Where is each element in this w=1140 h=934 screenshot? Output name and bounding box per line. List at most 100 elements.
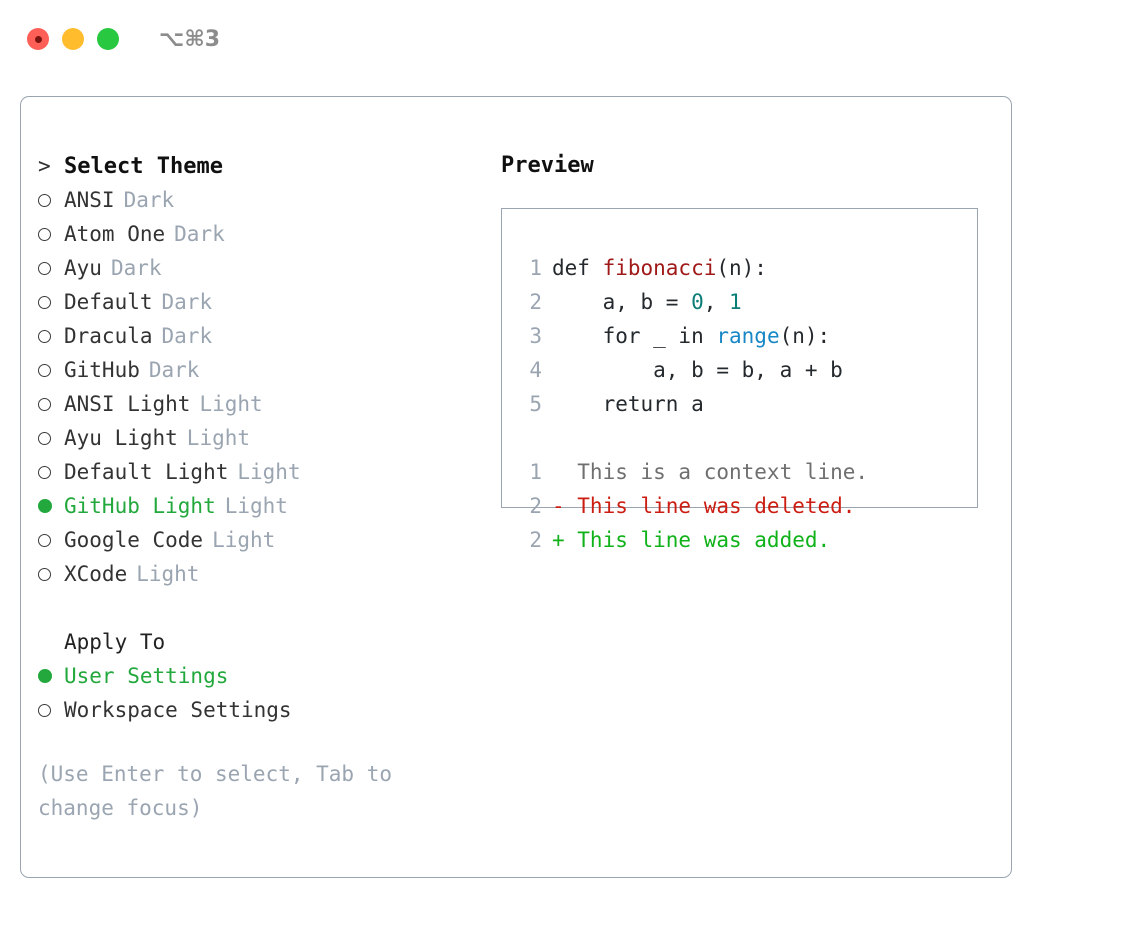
theme-list-item[interactable]: ANSI Light Light xyxy=(38,387,488,421)
theme-variant-badge: Light xyxy=(237,460,301,484)
theme-name-label: GitHub Light xyxy=(64,494,216,518)
theme-name-label: XCode xyxy=(64,562,128,586)
theme-name-label: ANSI Light xyxy=(64,392,191,416)
code-line-number: 2 xyxy=(529,290,542,314)
radio-unselected-icon xyxy=(38,228,51,241)
code-line-number: 1 xyxy=(529,256,542,280)
code-token: , xyxy=(703,290,730,314)
maximize-window-button[interactable] xyxy=(97,28,119,50)
radio-marker xyxy=(38,558,64,592)
traffic-lights xyxy=(27,28,119,50)
code-line-number: 5 xyxy=(529,392,542,416)
radio-marker xyxy=(38,694,64,728)
code-token: 1 xyxy=(729,290,742,314)
theme-list-item[interactable]: GitHub Dark xyxy=(38,353,488,387)
theme-variant-badge: Dark xyxy=(161,290,213,314)
diff-line-number: 1 xyxy=(529,460,542,484)
code-line-number: 3 xyxy=(529,324,542,348)
diff-line-text: + This line was added. xyxy=(552,528,831,552)
radio-marker xyxy=(38,252,64,286)
diff-sample: 1 This is a context line.2- This line wa… xyxy=(518,455,969,557)
diff-line-text: This is a context line. xyxy=(552,460,869,484)
code-line: 3 for _ in range(n): xyxy=(518,319,969,353)
radio-marker xyxy=(38,286,64,320)
code-line-text: a, b = b, a + b xyxy=(552,353,843,387)
keyboard-hint: (Use Enter to select, Tab to change focu… xyxy=(38,762,405,820)
close-window-button[interactable] xyxy=(27,28,49,50)
radio-marker xyxy=(38,218,64,252)
radio-unselected-icon xyxy=(38,432,51,445)
minimize-window-button[interactable] xyxy=(62,28,84,50)
theme-name-label: Dracula xyxy=(64,324,153,348)
diff-line-number: 2 xyxy=(529,528,542,552)
radio-unselected-icon xyxy=(38,262,51,275)
code-token: a, b = xyxy=(552,290,692,314)
diff-line: 1 This is a context line. xyxy=(518,455,969,489)
radio-unselected-icon xyxy=(38,704,51,717)
code-token: (n): xyxy=(779,324,831,348)
theme-variant-badge: Dark xyxy=(110,256,162,280)
theme-name-label: Atom One xyxy=(64,222,166,246)
code-line: 5 return a xyxy=(518,387,969,421)
code-token: fibonacci xyxy=(602,256,717,280)
title-bar: ⌥⌘3 xyxy=(0,0,1140,78)
code-line-text: return a xyxy=(552,387,704,421)
select-theme-header: > Select Theme xyxy=(38,149,488,183)
radio-marker xyxy=(38,320,64,354)
apply-to-option[interactable]: User Settings xyxy=(38,659,488,693)
recording-indicator-icon xyxy=(34,35,42,43)
theme-name-label: ANSI xyxy=(64,188,115,212)
keyboard-shortcut-label: ⌥⌘3 xyxy=(159,26,221,52)
code-line: 2 a, b = 0, 1 xyxy=(518,285,969,319)
theme-list-item[interactable]: Default Dark xyxy=(38,285,488,319)
theme-variant-badge: Dark xyxy=(174,222,225,246)
theme-name-label: GitHub xyxy=(64,358,140,382)
radio-unselected-icon xyxy=(38,568,51,581)
radio-unselected-icon xyxy=(38,330,51,343)
theme-name-label: Google Code xyxy=(64,528,204,552)
diff-line: 2- This line was deleted. xyxy=(518,489,969,523)
code-token: a, b = b, a + b xyxy=(552,358,843,382)
theme-variant-badge: Dark xyxy=(148,358,200,382)
apply-to-heading: Apply To xyxy=(64,630,166,654)
apply-to-label: Workspace Settings xyxy=(64,698,292,722)
radio-marker xyxy=(38,456,64,490)
radio-marker xyxy=(38,422,64,456)
code-blank-line xyxy=(518,421,969,455)
theme-list-item[interactable]: Atom One Dark xyxy=(38,217,488,251)
radio-unselected-icon xyxy=(38,296,51,309)
theme-variant-badge: Light xyxy=(199,392,263,416)
theme-list-item[interactable]: Google Code Light xyxy=(38,523,488,557)
theme-variant-badge: Light xyxy=(224,494,288,518)
radio-unselected-icon xyxy=(38,398,51,411)
radio-selected-icon xyxy=(38,669,52,683)
preview-title: Preview xyxy=(501,153,594,178)
radio-unselected-icon xyxy=(38,364,51,377)
theme-variant-badge: Light xyxy=(212,528,276,552)
radio-unselected-icon xyxy=(38,466,51,479)
code-token: for _ in xyxy=(552,324,717,348)
radio-marker xyxy=(38,354,64,388)
diff-line-text: - This line was deleted. xyxy=(552,494,856,518)
theme-name-label: Ayu Light xyxy=(64,426,178,450)
code-line: 4 a, b = b, a + b xyxy=(518,353,969,387)
theme-name-label: Default xyxy=(64,290,153,314)
radio-marker xyxy=(38,388,64,422)
apply-to-option[interactable]: Workspace Settings xyxy=(38,693,488,727)
code-line-text: a, b = 0, 1 xyxy=(552,285,742,319)
theme-list-item[interactable]: GitHub Light Light xyxy=(38,489,488,523)
radio-unselected-icon xyxy=(38,534,51,547)
radio-selected-icon xyxy=(38,499,52,513)
